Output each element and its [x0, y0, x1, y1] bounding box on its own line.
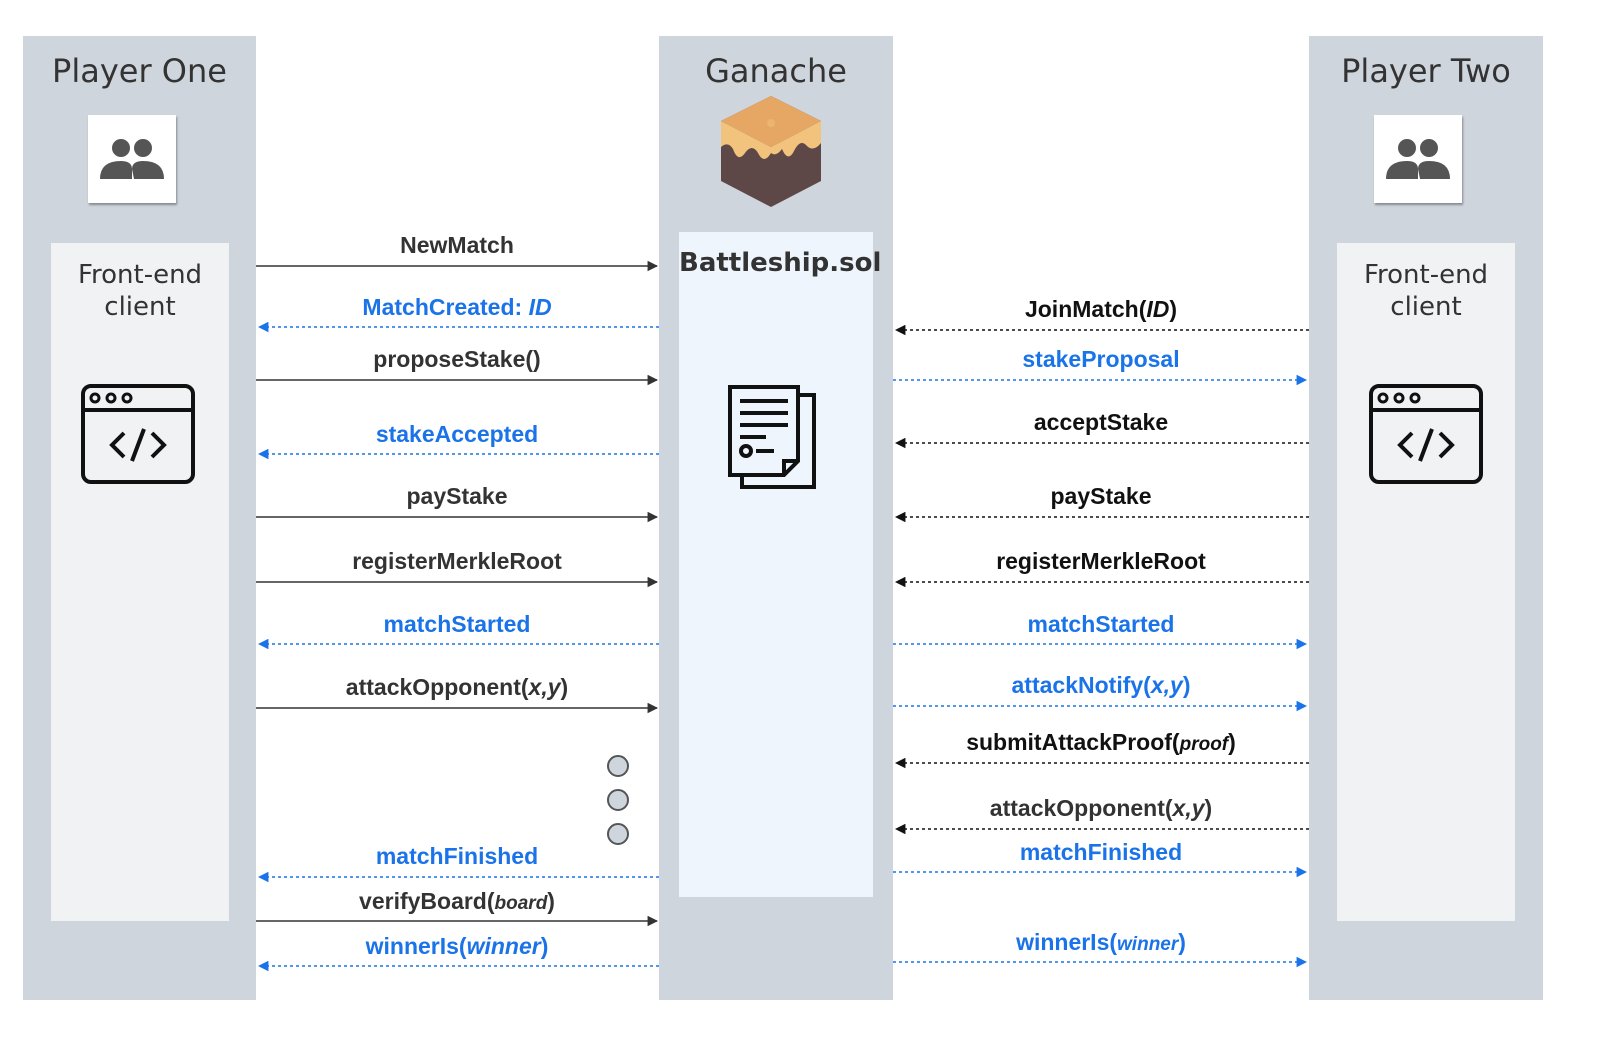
- msg-proposestake: proposeStake(): [373, 346, 541, 372]
- msg-matchstarted-right: matchStarted: [1027, 611, 1175, 637]
- client-label-line1: Front-end: [1363, 260, 1489, 290]
- code-window-icon: [1369, 384, 1483, 484]
- msg-winneris-left: winnerIs(winner): [365, 933, 549, 959]
- msg-paystake-right: payStake: [1050, 483, 1152, 509]
- msg-verifyboard: verifyBoard(board): [359, 888, 555, 914]
- ganache-title: Ganache: [705, 52, 847, 90]
- player-one-client-panel: Front-end client: [51, 243, 229, 921]
- player-two-client-panel: Front-end client: [1337, 243, 1515, 921]
- msg-attackopponent-right: attackOpponent(x,y): [989, 795, 1213, 821]
- code-window-icon: [81, 384, 195, 484]
- player-two-client-label: Front-end client: [1337, 259, 1515, 323]
- ellipsis-dot: [607, 789, 629, 811]
- msg-stakeaccepted: stakeAccepted: [375, 421, 539, 447]
- msg-submitattackproof: submitAttackProof(proof): [966, 729, 1236, 755]
- ganache-cube-logo: [721, 96, 821, 207]
- msg-matchstarted-left: matchStarted: [383, 611, 531, 637]
- player-one-title: Player One: [52, 52, 227, 90]
- msg-attackopponent-left: attackOpponent(x,y): [345, 674, 569, 700]
- contract-panel: Battleship.sol: [679, 232, 882, 897]
- player-two-title: Player Two: [1341, 52, 1511, 90]
- msg-winneris-right: winnerIs(winner): [1016, 929, 1186, 955]
- player-one-client-label: Front-end client: [51, 259, 229, 323]
- client-label-line2: client: [104, 292, 176, 322]
- msg-matchfinished-right: matchFinished: [1019, 839, 1183, 865]
- msg-newmatch: NewMatch: [400, 232, 514, 258]
- people-icon: [100, 139, 164, 179]
- msg-registermerkleroot-left: registerMerkleRoot: [352, 548, 562, 574]
- msg-paystake-left: payStake: [406, 483, 508, 509]
- msg-joinmatch: JoinMatch(ID): [1024, 296, 1178, 322]
- client-label-line1: Front-end: [77, 260, 203, 290]
- msg-attacknotify: attackNotify(x,y): [1011, 672, 1191, 698]
- player-one-avatar: [88, 115, 176, 203]
- ellipsis-dot: [607, 823, 629, 845]
- ellipsis-dot: [607, 755, 629, 777]
- msg-matchcreated: MatchCreated: ID: [362, 294, 552, 320]
- contract-document-icon: [728, 385, 816, 489]
- people-icon: [1386, 139, 1450, 179]
- msg-matchfinished-left: matchFinished: [375, 843, 539, 869]
- player-two-avatar: [1374, 115, 1462, 203]
- client-label-line2: client: [1390, 292, 1462, 322]
- msg-acceptstake: acceptStake: [1033, 409, 1169, 435]
- contract-title: Battleship.sol: [679, 248, 882, 278]
- msg-registermerkleroot-right: registerMerkleRoot: [996, 548, 1206, 574]
- msg-stakeproposal: stakeProposal: [1022, 346, 1180, 372]
